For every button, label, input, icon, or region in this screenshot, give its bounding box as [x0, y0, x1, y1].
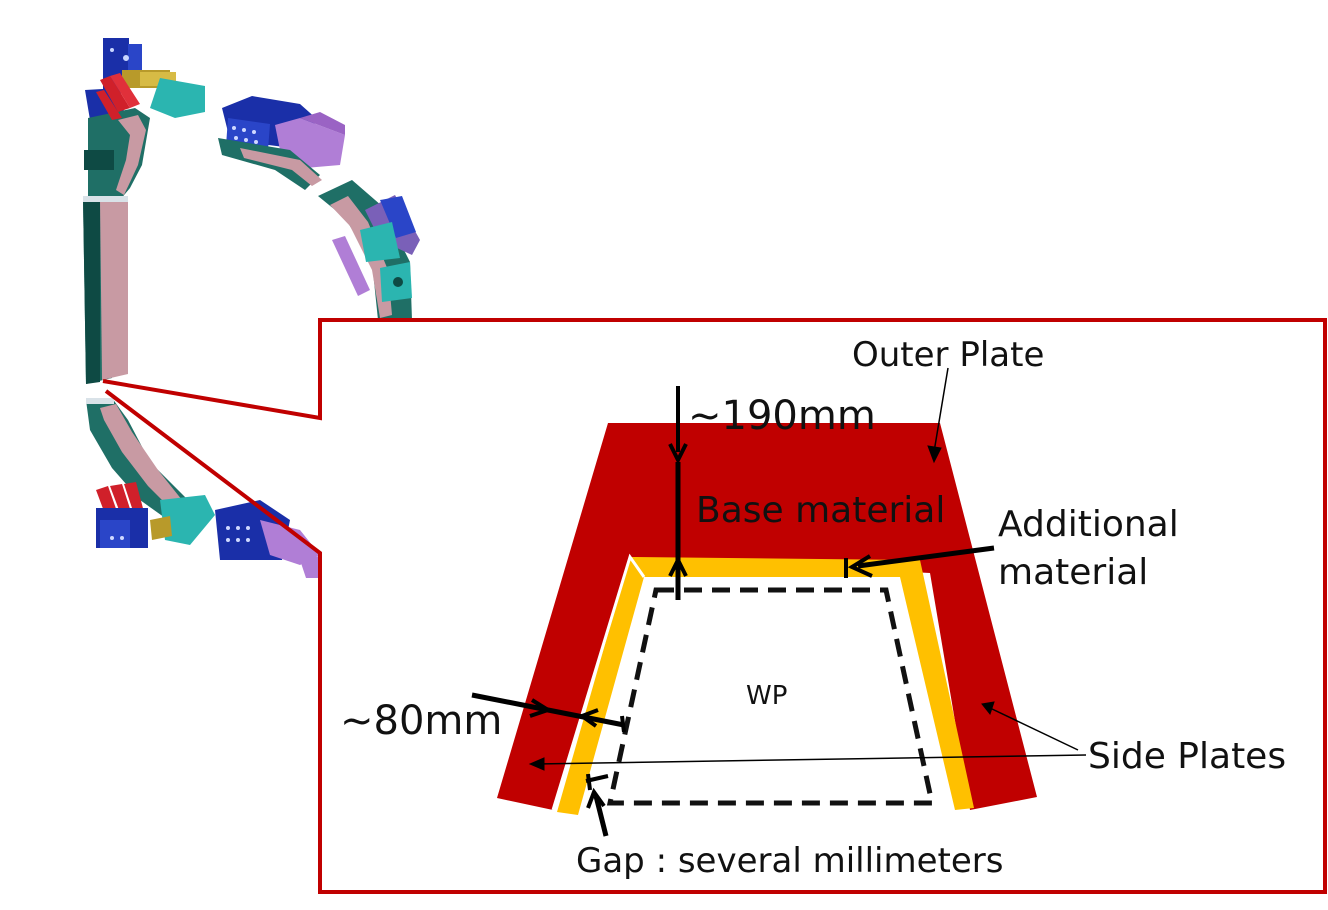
thickness-80-label: ~80mm [340, 698, 502, 744]
side-plates-leader-right [989, 707, 1079, 751]
zoom-callout [102, 318, 1327, 894]
winding-pack-outline [606, 587, 936, 806]
additional-material-arrow [857, 545, 995, 569]
gap-arrow [593, 795, 609, 837]
base-material-casing [497, 423, 1037, 810]
base-material-label: Base material [696, 490, 945, 531]
coil-segment-top-middle [218, 96, 345, 190]
side-plates-label: Side Plates [1088, 736, 1286, 777]
cross-section [497, 423, 1037, 815]
coil-segment-top-left [84, 38, 205, 200]
callout-frame [102, 318, 1327, 894]
outer-plate-label: Outer Plate [852, 335, 1044, 375]
thickness-190-label: ~190mm [688, 393, 876, 439]
coil-segment-left-leg [83, 194, 128, 384]
dimension-80-arrow-left [471, 692, 549, 713]
labels: Outer Plate ~190mm Base material Additio… [340, 335, 1286, 881]
wp-label: WP [746, 681, 787, 711]
additional-material-label-line1: Additional [998, 504, 1179, 545]
outer-plate-leader [933, 367, 949, 453]
coil-segment-bottom-left [86, 398, 215, 548]
annotations [471, 367, 1087, 837]
coil-3d-view [83, 38, 420, 578]
side-plates-leader-left [535, 754, 1087, 765]
additional-material-label-line2: material [998, 552, 1148, 593]
coil-segment-right [318, 180, 420, 320]
gap-label: Gap : several millimeters [576, 841, 1003, 881]
